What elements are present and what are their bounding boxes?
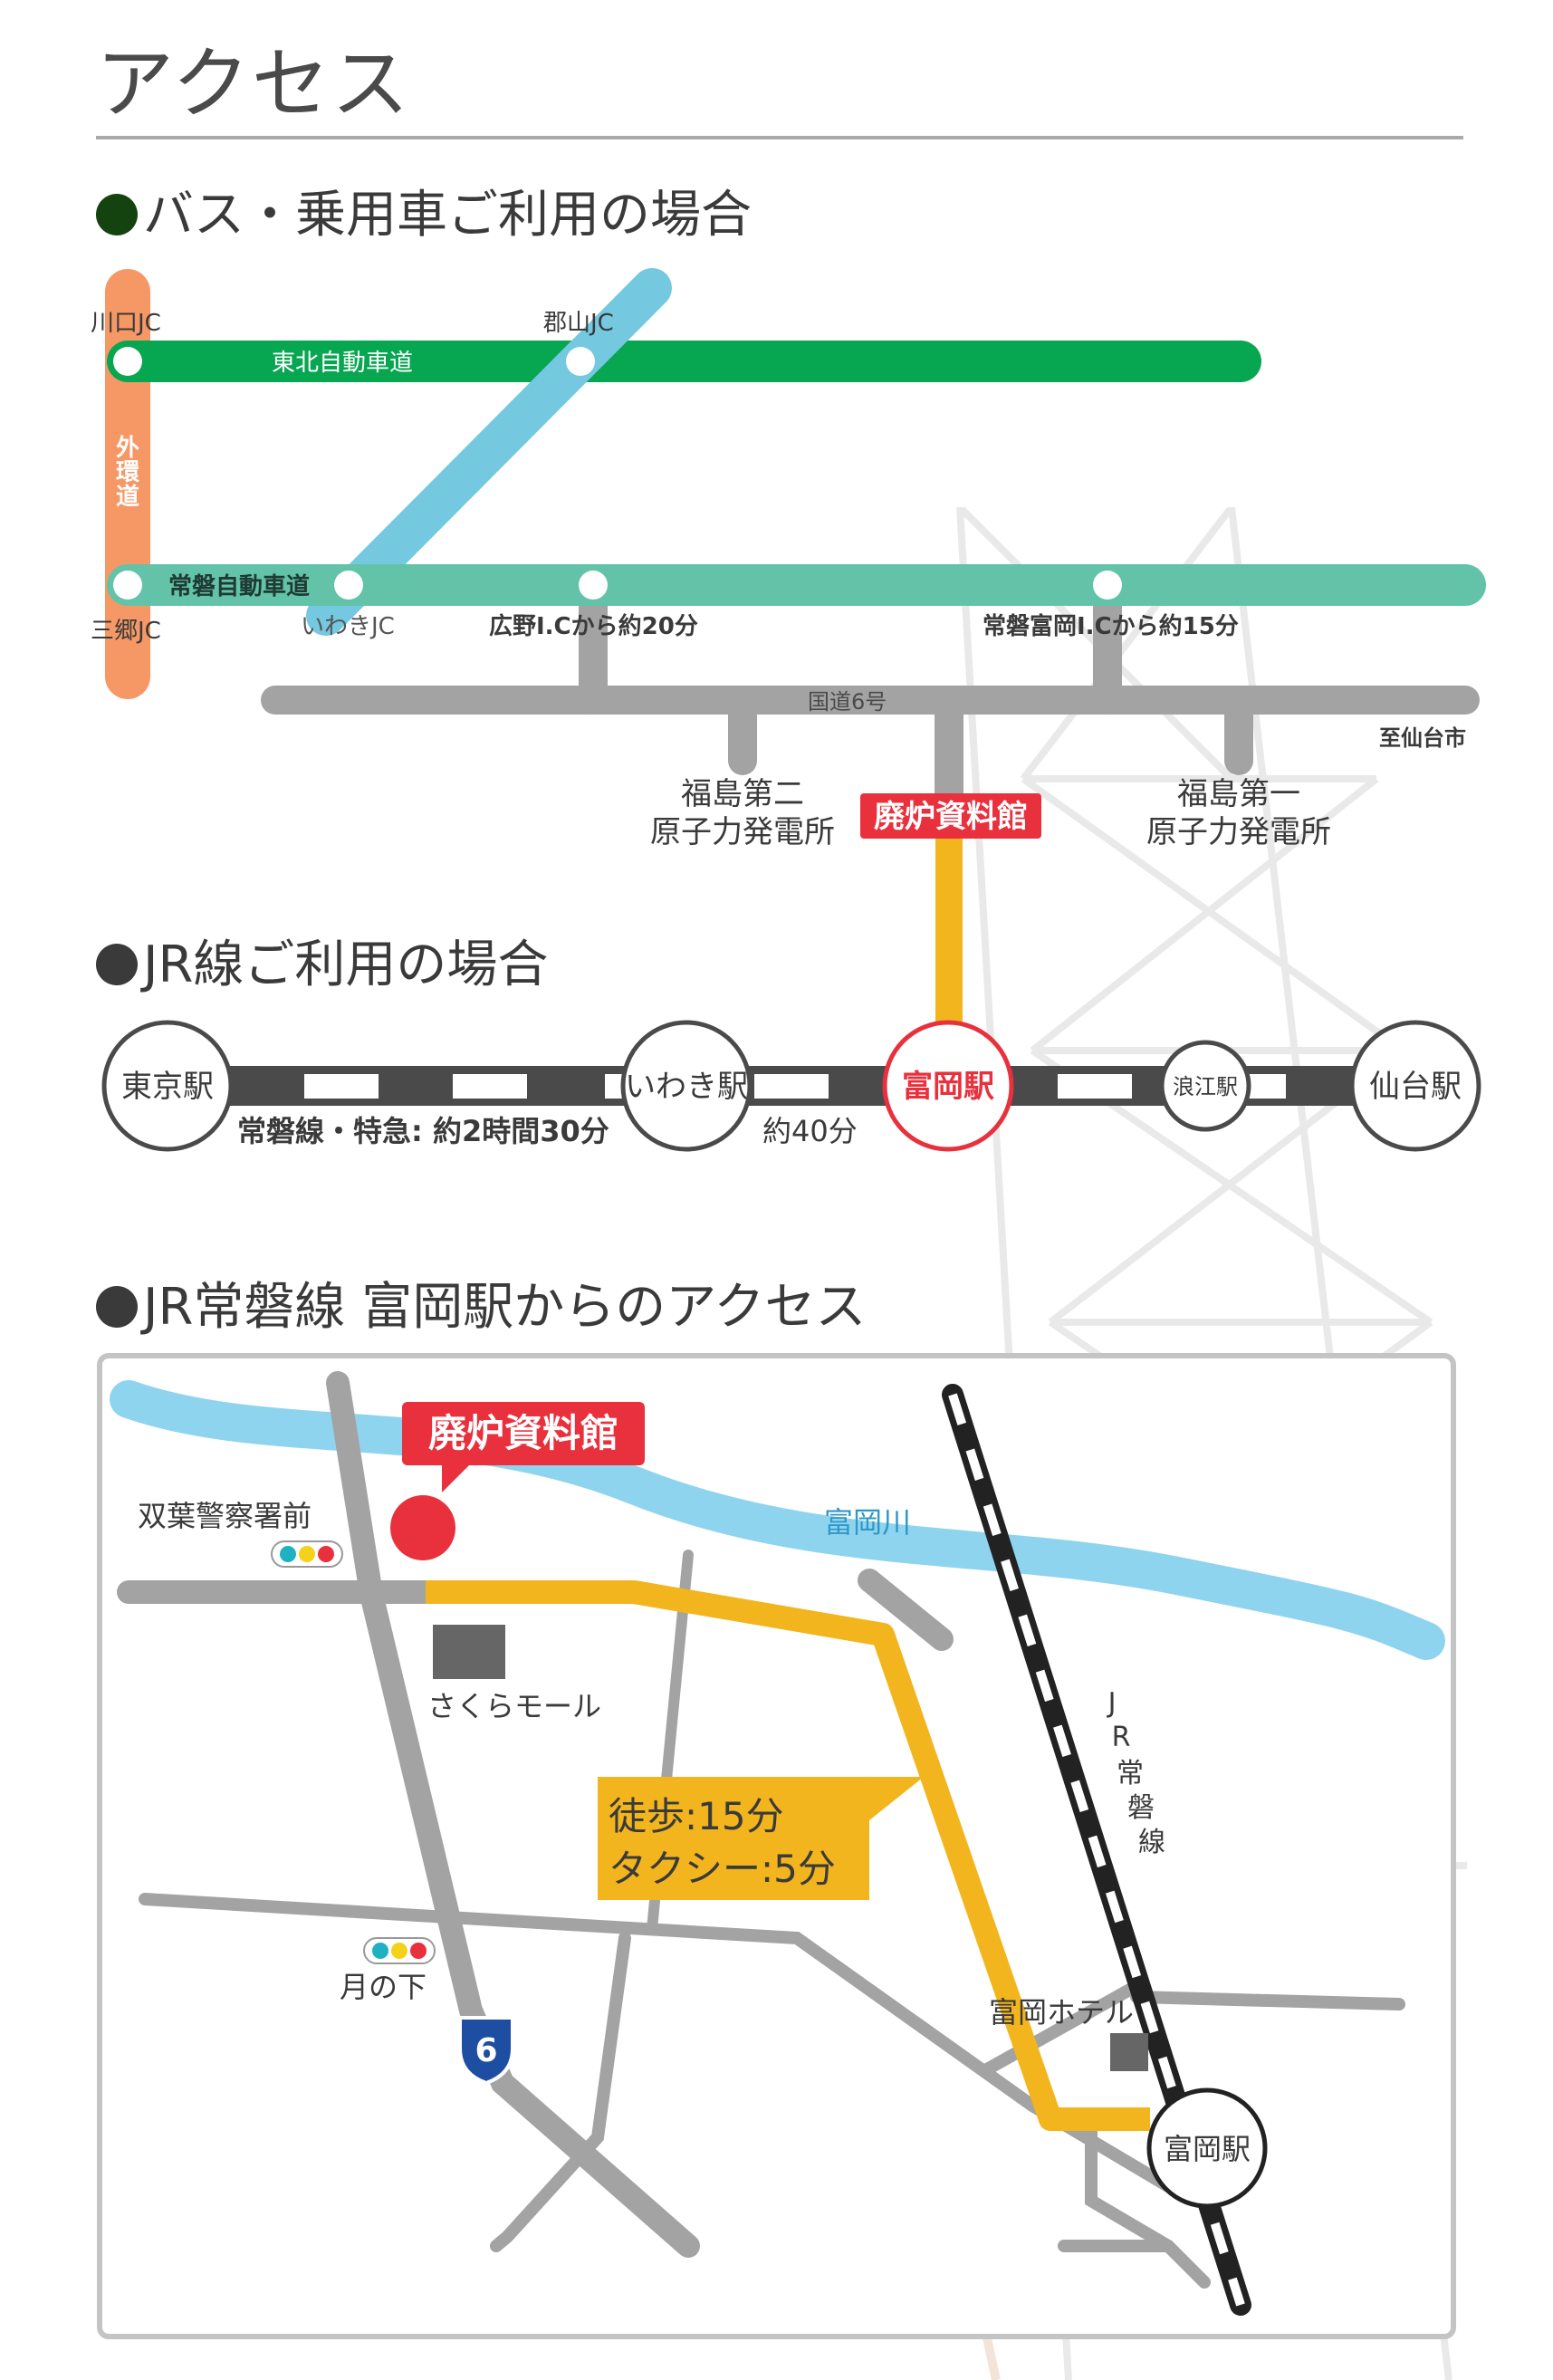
- tohoku-expressway-label: 東北自動車道: [272, 350, 413, 377]
- joban-express-time: 常磐線・特急: 約2時間30分: [237, 1114, 609, 1148]
- outer-ring-label-char: 外: [116, 435, 139, 462]
- archive-badge-label: 廃炉資料館: [874, 799, 1028, 835]
- station-circle-iwaki: [620, 1020, 753, 1152]
- fukushima-daini-label: 福島第二: [681, 776, 804, 812]
- traffic-light-icon: [363, 1937, 436, 1964]
- fukushima-daiichi-label: 福島第一: [1177, 776, 1300, 812]
- to-sendai-label: 至仙台市: [1379, 725, 1466, 751]
- station-label-iwaki: いわき駅: [625, 1069, 748, 1105]
- junction-marker: [113, 347, 142, 376]
- tomioka-ic-label: 常磐富岡I.Cから約15分: [983, 612, 1239, 640]
- koriyama-jc-label: 郡山JC: [543, 310, 614, 337]
- junction-marker: [113, 571, 142, 600]
- bullet-icon: [96, 1286, 138, 1328]
- jr-joban-line-dashes: [948, 1393, 1245, 2307]
- station-label-namie: 浪江駅: [1173, 1074, 1238, 1099]
- rail-tie: [453, 1074, 527, 1099]
- tomioka-hotel-label: 富岡ホテル: [989, 1995, 1134, 2030]
- tomioka-station-circle: [1146, 2087, 1268, 2209]
- title-divider: [96, 136, 1463, 139]
- section-heading-jr: JR線ご利用の場合: [96, 924, 548, 997]
- route-6-number: 6: [475, 2032, 497, 2069]
- section-heading-local: JR常磐線 富岡駅からのアクセス: [96, 1266, 866, 1339]
- station-circle-namie: [1159, 1040, 1251, 1132]
- station-circle-tokyo: [101, 1020, 234, 1152]
- outer-ring-label-char: 道: [116, 483, 139, 511]
- rail-tie: [754, 1074, 829, 1099]
- rail-tie: [304, 1074, 379, 1099]
- jr-line-label-char: R: [1112, 1722, 1131, 1753]
- banetsu-expressway: [306, 268, 672, 636]
- section-heading-car: バス・乗用車ご利用の場合: [96, 174, 752, 247]
- station-circle-tomioka: [882, 1020, 1014, 1152]
- kawaguchi-jc-label: 川口JC: [91, 310, 161, 337]
- station-label-sendai: 仙台駅: [1369, 1069, 1462, 1105]
- fukushima-daini-label: 原子力発電所: [650, 814, 835, 850]
- traffic-light-icon: [271, 1540, 343, 1568]
- archive-callout-label: 廃炉資料館: [428, 1411, 618, 1455]
- archive-callout: [402, 1402, 645, 1465]
- rail-tie: [605, 1074, 623, 1099]
- junction-marker: [1093, 571, 1122, 600]
- tomioka-station-label: 富岡駅: [1164, 2132, 1251, 2166]
- tomioka-hotel-building: [1110, 2033, 1148, 2071]
- tsukinoshita-label: 月の下: [340, 1970, 427, 2004]
- jr-line-label-char: J: [1107, 1687, 1117, 1719]
- sakura-mall-label: さくらモール: [427, 1689, 601, 1723]
- sakura-mall-building: [433, 1625, 505, 1679]
- station-label-tomioka: 富岡駅: [902, 1069, 994, 1105]
- rail-tie: [1245, 1074, 1286, 1099]
- archive-callout-pointer: [442, 1464, 471, 1492]
- taxi-time: タクシー:5分: [609, 1847, 836, 1891]
- archive-badge: [860, 793, 1041, 839]
- bullet-icon: [96, 944, 138, 985]
- tomioka-river-label: 富岡川: [824, 1505, 911, 1540]
- junction-marker: [334, 571, 363, 600]
- jr-line-label-char: 常: [1117, 1758, 1144, 1790]
- walking-route: [426, 1580, 1150, 2131]
- misato-jc-label: 三郷JC: [91, 618, 161, 645]
- route6-label: 国道6号: [808, 689, 887, 715]
- iwaki-jc-label: いわきJC: [301, 613, 395, 640]
- junction-marker: [566, 347, 595, 376]
- hirono-ic-label: 広野I.Cから約20分: [489, 612, 698, 640]
- station-circle-sendai: [1349, 1020, 1481, 1152]
- bullet-icon: [96, 194, 138, 235]
- outer-ring-label-char: 環: [116, 459, 140, 486]
- junction-marker: [579, 571, 608, 600]
- iwaki-tomioka-time: 約40分: [762, 1114, 858, 1148]
- police-stop-label: 双葉警察署前: [138, 1499, 312, 1533]
- joban-expressway-label: 常磐自動車道: [168, 572, 310, 600]
- archive-location-marker: [390, 1495, 455, 1560]
- jr-line-label-char: 磐: [1127, 1792, 1155, 1824]
- jr-line-label-char: 線: [1138, 1827, 1165, 1858]
- walk-time: 徒歩:15分: [609, 1794, 784, 1838]
- route-6-shield-icon: 6: [458, 2016, 514, 2086]
- rail-tie: [1058, 1074, 1132, 1099]
- page-title: アクセス: [96, 39, 411, 130]
- station-label-tokyo: 東京駅: [121, 1069, 214, 1105]
- fukushima-daiichi-label: 原子力発電所: [1146, 814, 1331, 850]
